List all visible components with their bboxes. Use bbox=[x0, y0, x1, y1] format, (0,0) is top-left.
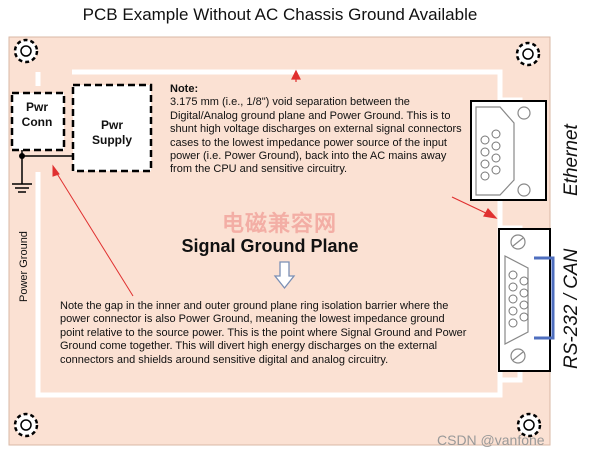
signal-ground-plane-label: Signal Ground Plane bbox=[181, 236, 359, 256]
blue-arrow-down bbox=[273, 261, 296, 290]
figure-title: PCB Example Without AC Chassis Ground Av… bbox=[82, 5, 478, 24]
ground-void-ring bbox=[35, 69, 503, 398]
ground-gap-note: Note the gap in the inner and outer grou… bbox=[60, 300, 467, 366]
red-arrow-to-ethernet bbox=[451, 196, 498, 219]
credit-text: CSDN @vanfone bbox=[437, 432, 545, 448]
ethernet-connector bbox=[470, 100, 547, 201]
note-body: 3.175 mm (i.e., 1/8") void separation be… bbox=[170, 96, 462, 176]
pwr-conn-box bbox=[10, 91, 66, 152]
pwr-conn-line1: Pwr bbox=[25, 100, 48, 114]
pwr-supply-line2: Supply bbox=[91, 133, 132, 147]
rs232-can-label: RS-232 / CAN bbox=[561, 248, 582, 369]
ethernet-label: Ethernet bbox=[561, 124, 582, 196]
power-ground-label: Power Ground bbox=[18, 231, 30, 302]
mounting-hole-icon bbox=[516, 412, 542, 438]
pwr-conn-line2: Conn bbox=[21, 115, 53, 129]
note-heading: Note: bbox=[170, 83, 199, 95]
earth-ground-icon bbox=[12, 183, 32, 193]
mounting-hole-icon bbox=[13, 38, 39, 64]
pwr-supply-label: Pwr Supply bbox=[76, 118, 148, 148]
pwr-supply-box bbox=[71, 83, 153, 173]
red-arrow-up bbox=[291, 69, 301, 82]
mounting-hole-icon bbox=[13, 412, 39, 438]
rs232-can-connector bbox=[498, 228, 555, 372]
mounting-hole-icon bbox=[515, 41, 541, 67]
pwr-conn-label: Pwr Conn bbox=[12, 100, 62, 130]
pwr-supply-line1: Pwr bbox=[100, 118, 123, 132]
red-arrow-to-ground-gap bbox=[52, 164, 134, 297]
watermark-text: 电磁兼容网 bbox=[222, 211, 338, 236]
void-separation-note: Note: 3.175 mm (i.e., 1/8") void separat… bbox=[170, 83, 465, 177]
